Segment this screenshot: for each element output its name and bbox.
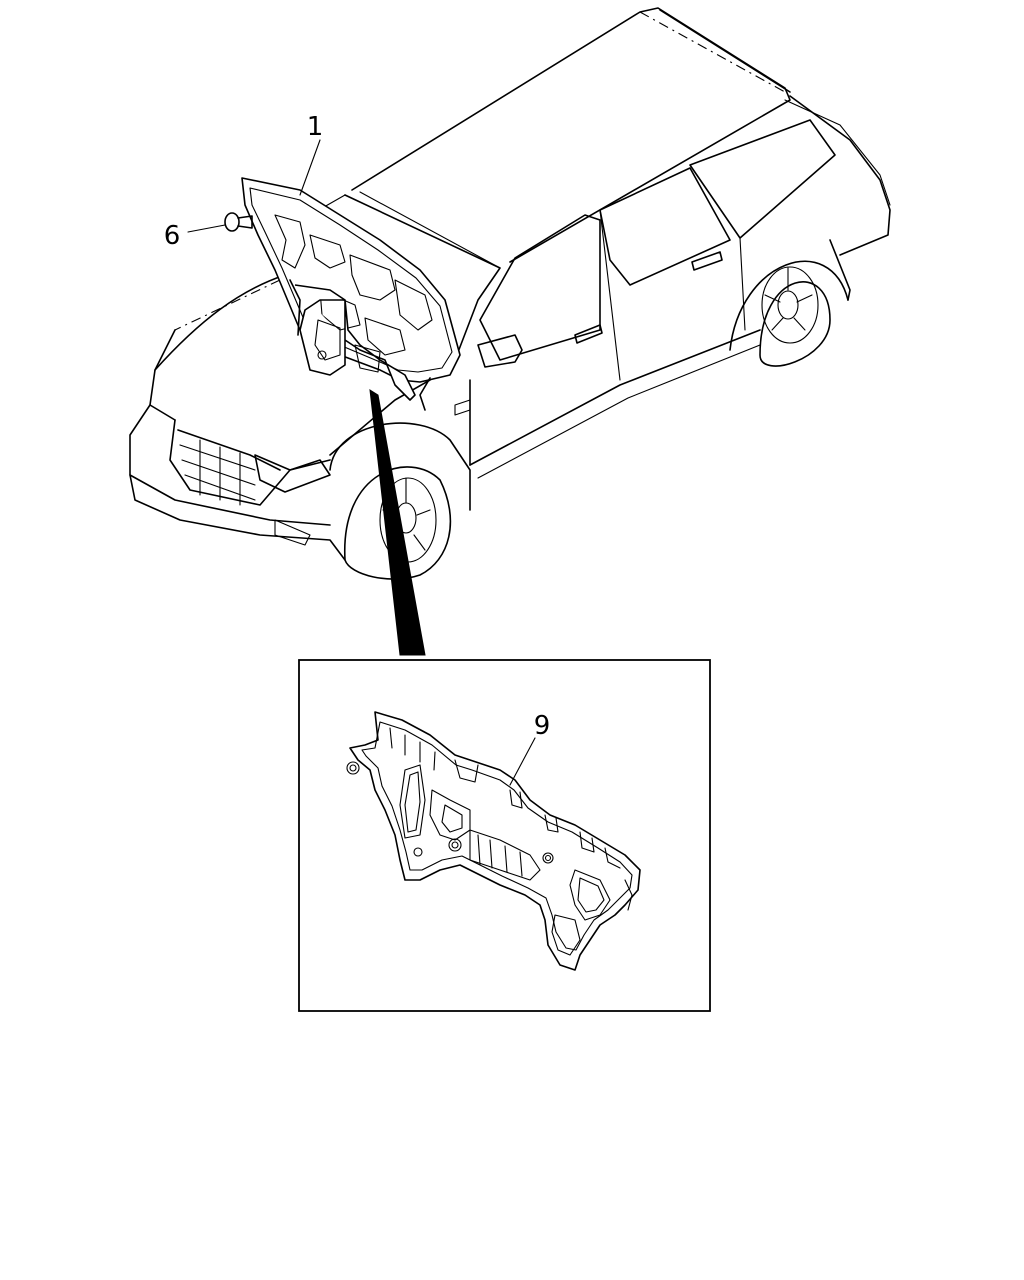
hood-insulator-part <box>241 177 461 411</box>
dash-insulator-detail <box>346 711 641 971</box>
vehicle-illustration <box>129 7 891 580</box>
leader-line-9 <box>509 737 536 786</box>
clip-part <box>224 212 253 232</box>
dash-insulator-in-vehicle <box>294 284 416 401</box>
callout-1: 1 <box>307 112 324 142</box>
leader-lines <box>187 139 321 233</box>
detail-pointer <box>369 389 426 656</box>
callout-6: 6 <box>164 221 181 251</box>
callout-9: 9 <box>534 711 551 741</box>
